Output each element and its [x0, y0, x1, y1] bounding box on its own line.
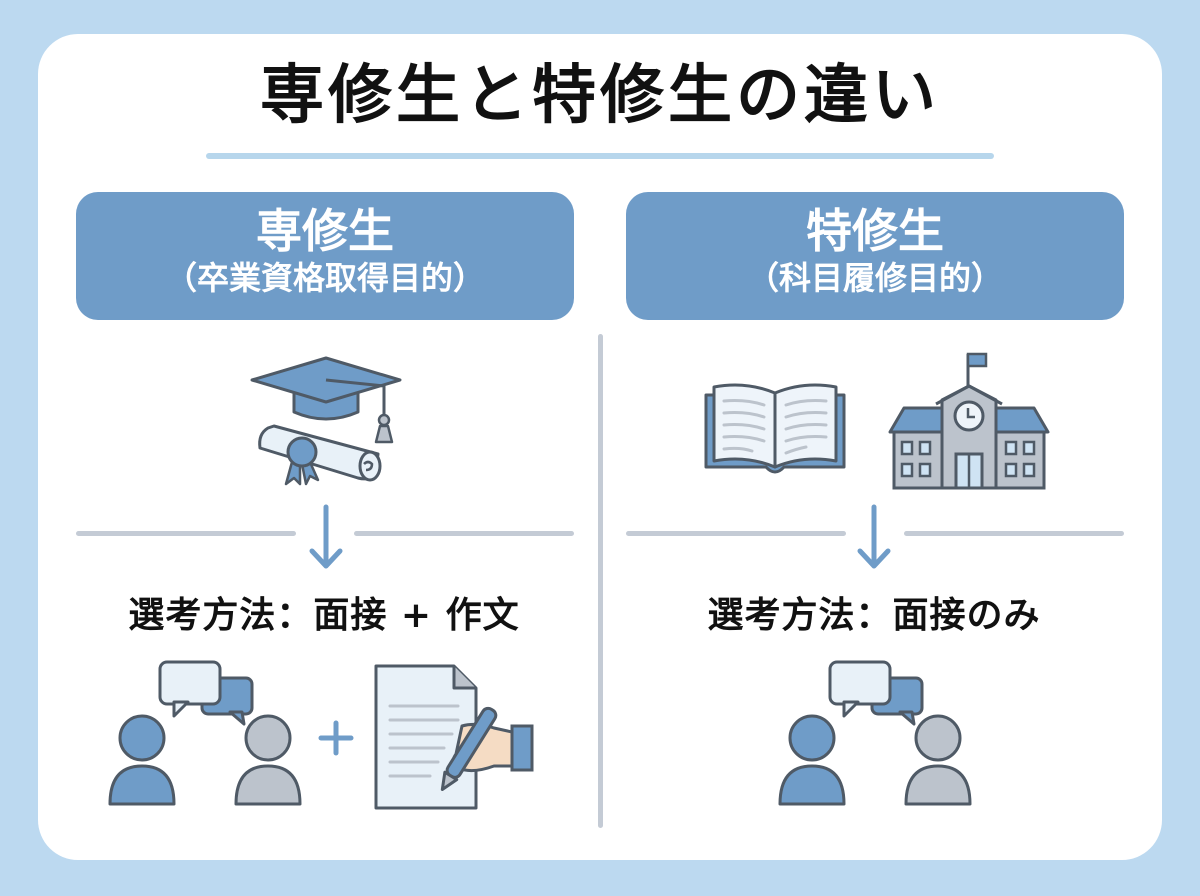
- school-building-icon: [888, 352, 1050, 490]
- tokushusei-selection-method: 選考方法：面接のみ: [707, 595, 1041, 636]
- column-divider: [598, 334, 603, 828]
- tokushusei-header: 特修生 （科目履修目的）: [626, 192, 1124, 320]
- down-arrow-icon: [857, 504, 891, 569]
- open-book-icon: [704, 383, 846, 474]
- senshusei-subtitle: （卒業資格取得目的）: [164, 258, 485, 297]
- graduation-cap-icon: [250, 356, 402, 444]
- tokushusei-subtitle: （科目履修目的）: [746, 258, 1003, 297]
- right-divider-line-b: [904, 531, 1124, 536]
- page-title: 専修生と特修生の違い: [260, 59, 940, 133]
- title-underline: [206, 153, 994, 159]
- down-arrow-icon: [309, 504, 343, 569]
- essay-writing-icon: [374, 664, 534, 810]
- left-divider-line-b: [354, 531, 574, 536]
- right-divider-line-a: [626, 531, 846, 536]
- tokushusei-title: 特修生: [806, 204, 944, 258]
- senshusei-title: 専修生: [256, 204, 394, 258]
- senshusei-header: 専修生 （卒業資格取得目的）: [76, 192, 574, 320]
- interview-people-icon: [108, 660, 302, 806]
- left-divider-line-a: [76, 531, 296, 536]
- interview-people-icon: [778, 660, 972, 806]
- diploma-scroll-icon: [258, 424, 382, 486]
- plus-icon: [318, 720, 354, 756]
- senshusei-selection-method: 選考方法：面接 + 作文: [128, 595, 520, 636]
